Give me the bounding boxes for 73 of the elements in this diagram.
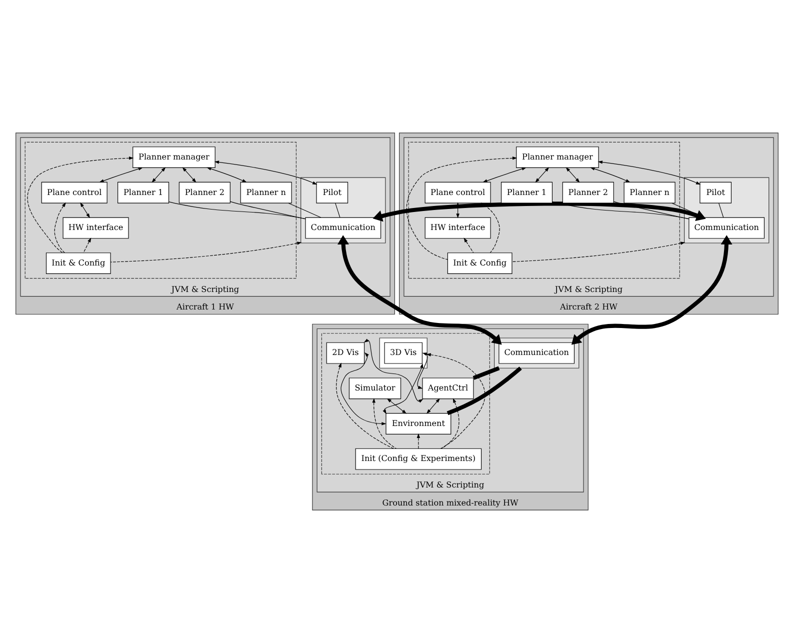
arrow [54, 202, 66, 253]
arrow [214, 160, 318, 184]
arrow [382, 362, 424, 414]
arrow [482, 166, 526, 182]
arrow [590, 166, 630, 182]
node-box: Communication [305, 216, 382, 238]
node-box: Pilot [700, 181, 732, 203]
node-box: Plane control [41, 181, 108, 203]
node-box: Init & Config [46, 252, 111, 274]
node-box: Planner manager [132, 146, 216, 168]
arrow [441, 398, 460, 448]
cluster [321, 332, 490, 474]
arrow [206, 166, 247, 182]
arrow [416, 432, 420, 448]
node-box: Planner 1 [500, 181, 553, 203]
connector [613, 200, 690, 219]
arrow [340, 352, 386, 425]
connector [718, 202, 724, 218]
arrow [337, 234, 502, 344]
node-box: Planner 2 [562, 181, 614, 203]
arrow [364, 338, 424, 402]
connector [446, 366, 522, 415]
node-box: Planner 1 [118, 181, 170, 203]
arrow [83, 237, 92, 253]
arrow [182, 166, 196, 182]
arrow [80, 202, 90, 218]
node-box: Simulator [348, 377, 402, 399]
node-box: Environment [386, 412, 452, 434]
arrow [336, 362, 394, 448]
connector [552, 201, 690, 219]
arrow [426, 398, 440, 414]
node-box: Planner manager [516, 146, 599, 168]
node-box: 3D Vis [384, 342, 422, 364]
arrow [27, 156, 134, 252]
cluster [684, 176, 770, 243]
connector [472, 366, 500, 380]
connector [288, 202, 322, 218]
connector [168, 201, 306, 219]
connector [230, 200, 306, 219]
cluster [494, 337, 580, 368]
arrow [480, 202, 500, 253]
node-box: Init (Config & Experiments) [355, 448, 482, 470]
node-box: Planner n [240, 181, 292, 203]
node-box: HW interface [424, 216, 491, 238]
node-box: Plane control [424, 181, 491, 203]
node-box: Communication [688, 216, 765, 238]
node-box: Planner n [624, 181, 676, 203]
arrow [512, 241, 686, 262]
arrow [99, 166, 143, 182]
arrow [110, 241, 302, 262]
cluster [408, 141, 680, 278]
arrow [535, 166, 550, 182]
node-box: Communication [498, 342, 575, 364]
arrow [372, 398, 396, 448]
arrow [152, 166, 166, 182]
node-box: Planner 2 [178, 181, 230, 203]
connector [335, 202, 340, 218]
arrow [386, 398, 407, 414]
cluster [300, 176, 386, 243]
node-box: HW interface [62, 216, 129, 238]
arrow [571, 234, 732, 344]
arrow [464, 237, 474, 253]
arrow [417, 352, 428, 388]
node-box: Init & Config [447, 252, 512, 274]
node-box: 2D Vis [326, 342, 365, 364]
node-box: AgentCtrl [422, 377, 474, 399]
arrow [598, 160, 701, 184]
arrow [372, 201, 706, 222]
arrow [406, 156, 518, 260]
arrow [566, 166, 580, 182]
arrow [426, 352, 486, 448]
node-box: Pilot [316, 181, 348, 203]
cluster [24, 141, 296, 278]
